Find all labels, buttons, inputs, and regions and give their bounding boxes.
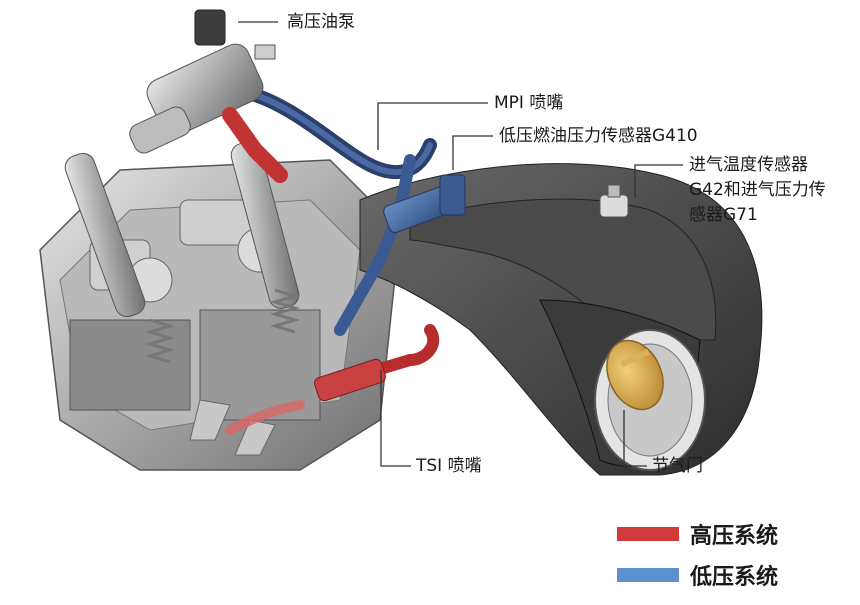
high-pressure-line [222, 107, 440, 435]
label-intake-sensor-line2: G42和进气压力传 [689, 180, 826, 200]
label-throttle: 节气门 [652, 456, 703, 476]
throttle-plate [606, 339, 664, 411]
label-low-pressure-sensor: 低压燃油压力传感器G410 [499, 126, 698, 146]
legend-swatch-high [617, 527, 679, 541]
label-high-pressure-pump: 高压油泵 [287, 12, 355, 32]
label-mpi-injector: MPI 喷嘴 [494, 93, 564, 113]
intake-sensor [599, 184, 629, 218]
legend-label-high: 高压系统 [690, 524, 779, 549]
valve-springs [144, 288, 301, 364]
high-pressure-pump [129, 9, 276, 154]
leader-lines [238, 21, 683, 467]
low-pressure-line [248, 88, 466, 336]
legend-swatch-low [617, 568, 679, 582]
label-intake-sensor-line1: 进气温度传感器 [689, 155, 808, 175]
label-intake-sensor-line3: 感器G71 [689, 205, 758, 225]
valves [189, 399, 276, 456]
label-tsi-injector: TSI 喷嘴 [416, 456, 482, 476]
intake-manifold [359, 163, 763, 476]
legend-label-low: 低压系统 [690, 565, 779, 590]
